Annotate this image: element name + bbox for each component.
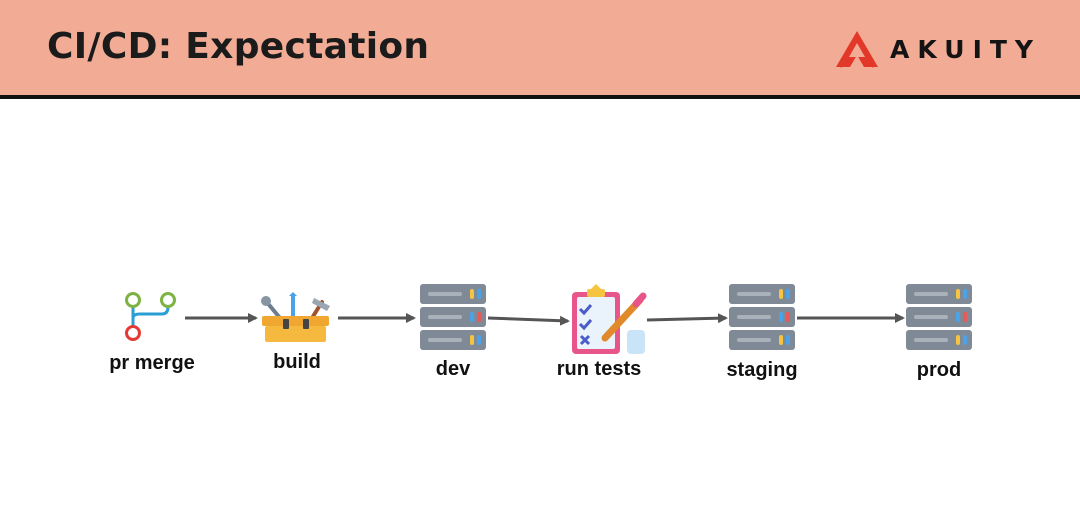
checklist-icon (572, 284, 647, 354)
step-label-run-tests: run tests (556, 358, 642, 380)
step-label-staging: staging (726, 359, 798, 381)
toolbox-icon (261, 292, 330, 342)
server-icon (420, 284, 486, 350)
brand-logo: AKUITY (834, 29, 1041, 69)
server-icon (906, 284, 972, 350)
page-title: CI/CD: Expectation (47, 26, 430, 67)
step-label-pr-merge: pr merge (109, 352, 195, 374)
server-icon (729, 284, 795, 350)
arrow-4 (646, 313, 728, 324)
akuity-logo-icon (836, 31, 878, 68)
step-label-build: build (273, 351, 321, 373)
brand-name: AKUITY (890, 34, 1042, 64)
header-bar: CI/CD: Expectation AKUITY (0, 0, 1080, 99)
step-label-dev: dev (435, 358, 471, 380)
arrow-3 (487, 315, 570, 326)
git-merge-icon (125, 292, 176, 341)
step-label-prod: prod (916, 359, 962, 381)
